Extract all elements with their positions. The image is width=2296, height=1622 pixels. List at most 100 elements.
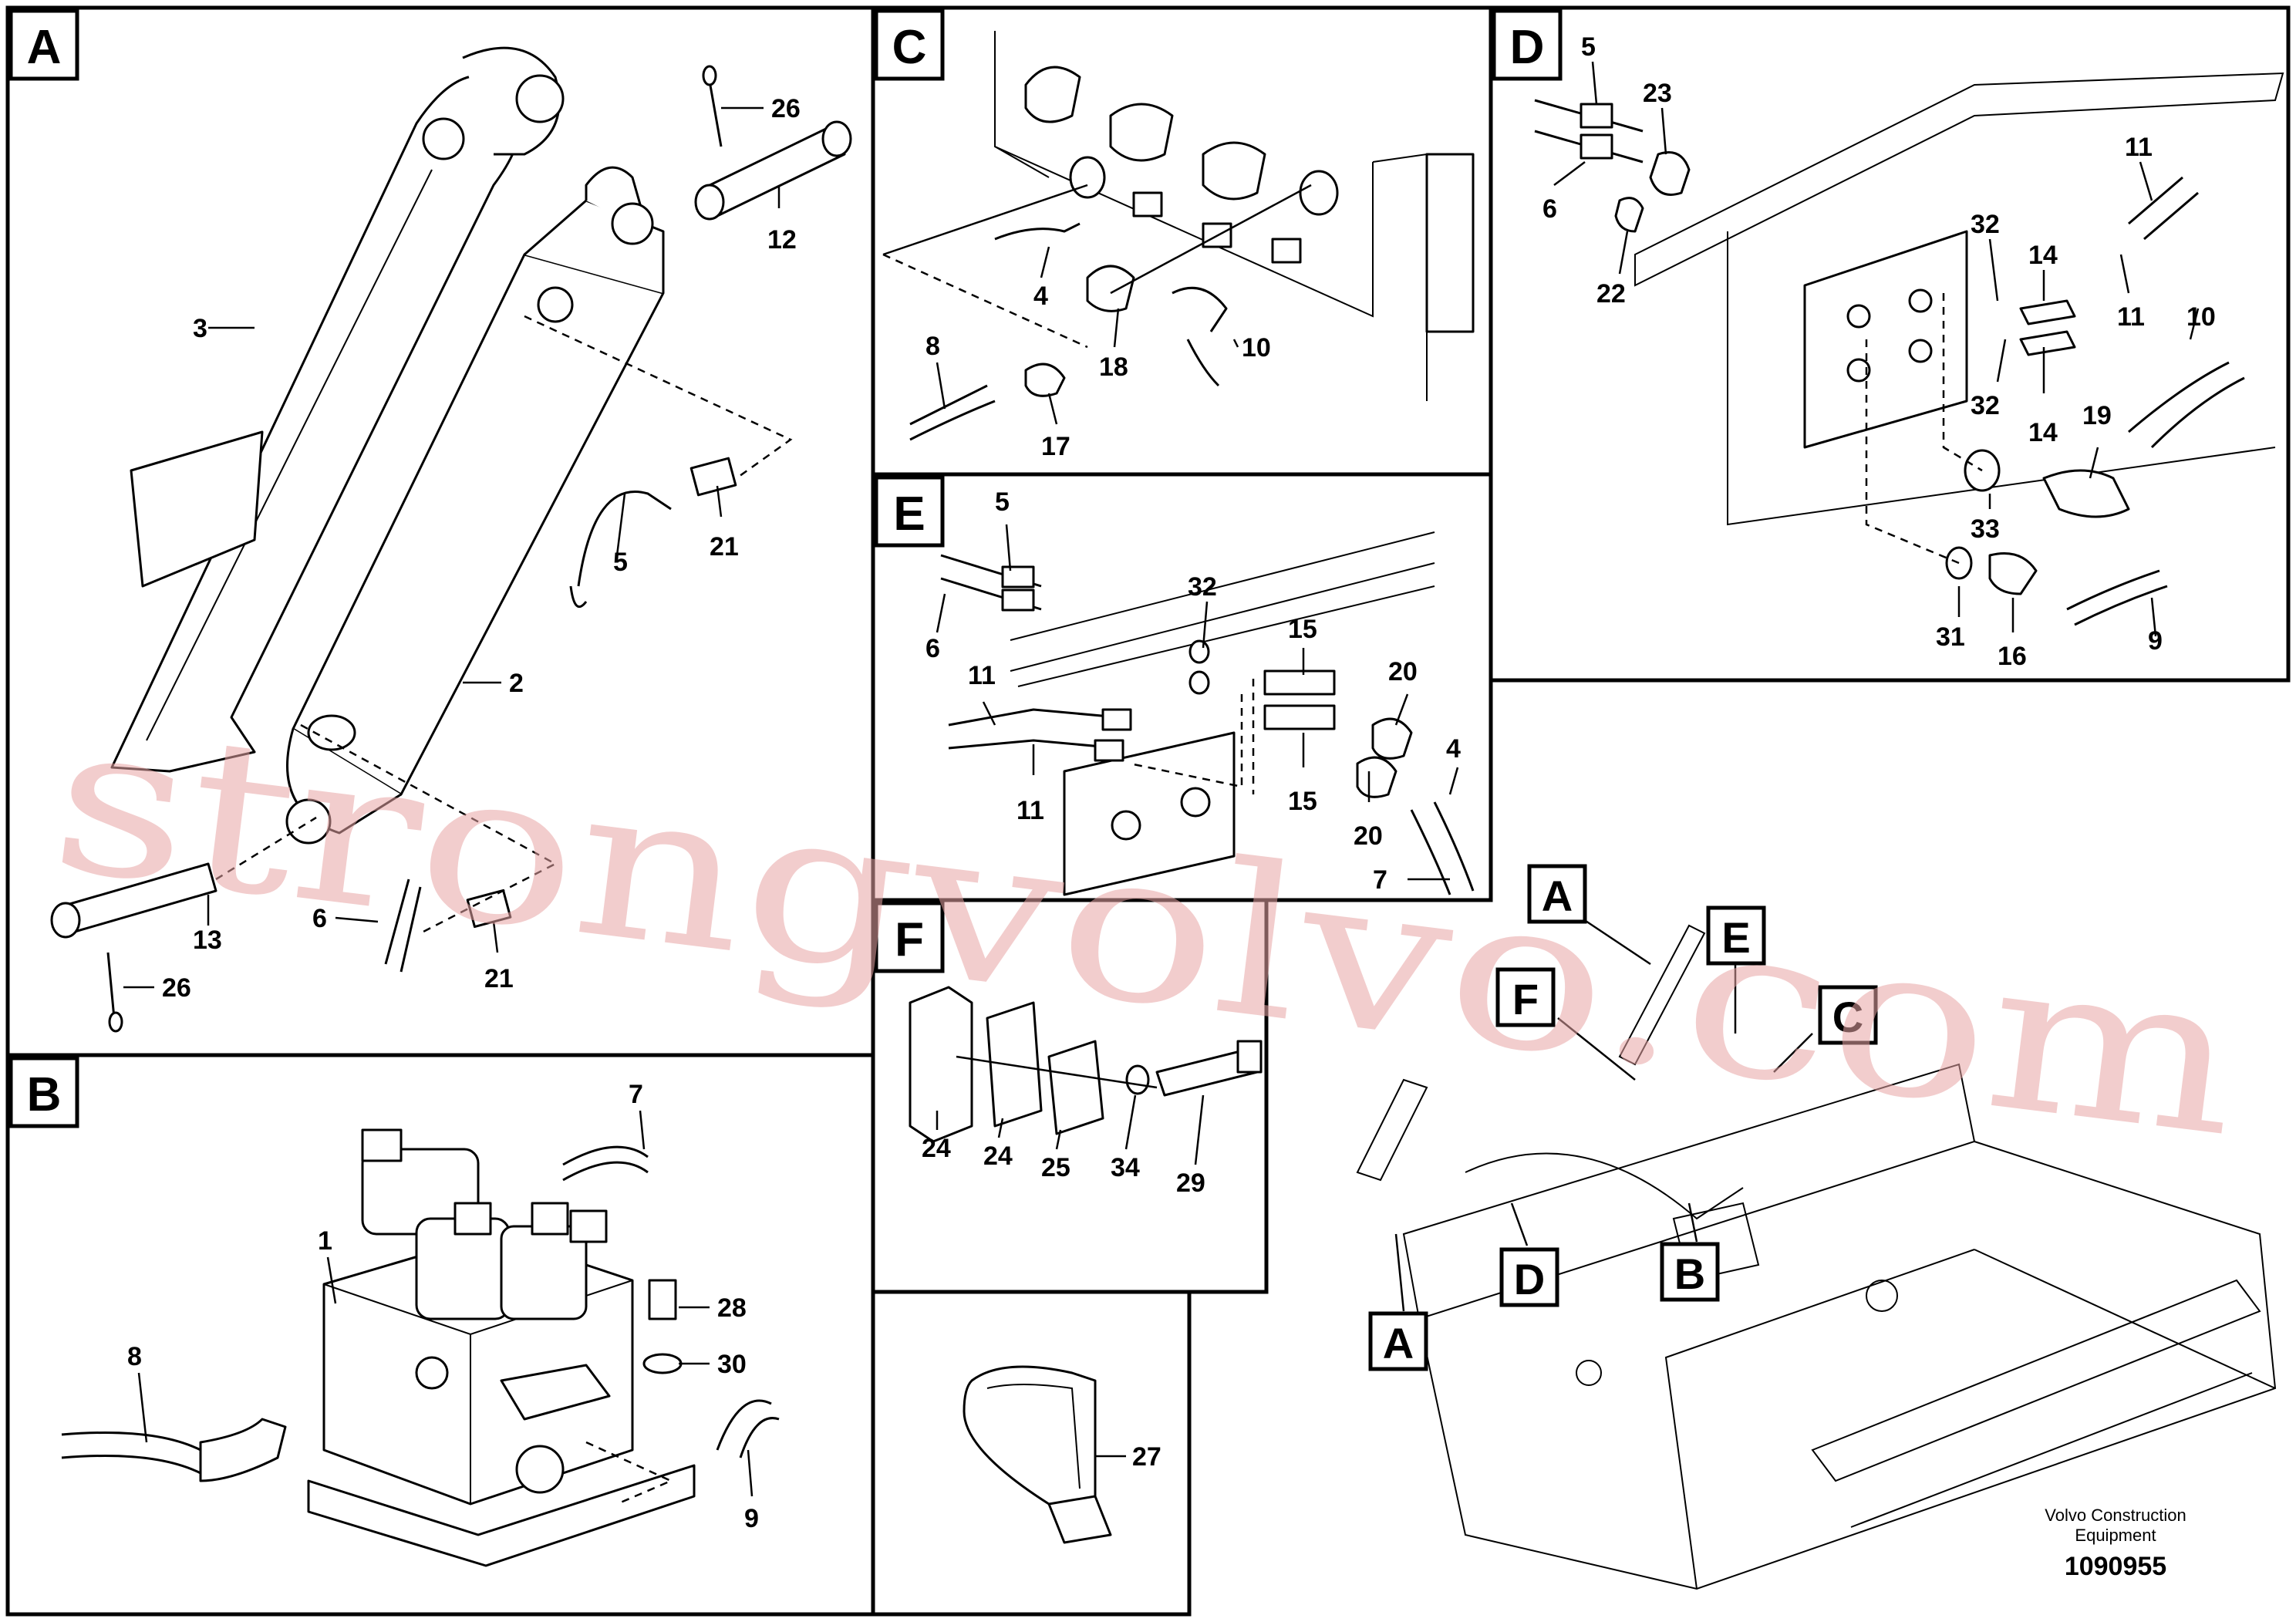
callout-d-0: 5 bbox=[1581, 32, 1596, 62]
callouts-panel-e: 5 6 32 15 20 11 4 11 15 20 7 bbox=[925, 487, 1461, 895]
callout-e-8: 15 bbox=[1288, 787, 1317, 816]
drawing-number: 1090955 bbox=[2065, 1552, 2166, 1581]
svg-text:D: D bbox=[1514, 1255, 1545, 1303]
callout-b-5: 9 bbox=[744, 1504, 759, 1533]
overview-marker-c: C bbox=[1818, 985, 1878, 1045]
svg-text:A: A bbox=[1383, 1319, 1414, 1367]
svg-text:D: D bbox=[1510, 21, 1545, 74]
svg-text:A: A bbox=[27, 21, 62, 74]
callout-d-4: 11 bbox=[2125, 133, 2153, 162]
svg-text:C: C bbox=[892, 21, 927, 74]
company-line2: Equipment bbox=[2075, 1526, 2156, 1545]
callout-d-9: 14 bbox=[2028, 418, 2058, 447]
callout-e-5: 11 bbox=[968, 661, 996, 690]
callout-d-15: 9 bbox=[2148, 626, 2163, 656]
panel-label-a: A bbox=[8, 8, 79, 81]
svg-text:F: F bbox=[895, 913, 924, 966]
overview-marker-d: D bbox=[1499, 1247, 1559, 1307]
callout-e-1: 6 bbox=[925, 634, 940, 663]
panel-g-drawing bbox=[963, 1365, 1112, 1544]
panel-label-b: B bbox=[8, 1056, 79, 1128]
callout-c-1: 8 bbox=[925, 332, 940, 361]
callout-c-2: 18 bbox=[1099, 352, 1128, 382]
callout-e-10: 7 bbox=[1373, 865, 1387, 895]
callouts-panel-f: 24 24 25 34 29 bbox=[922, 1134, 1205, 1198]
callouts-panel-b: 7 1 28 30 8 9 bbox=[127, 1080, 759, 1533]
overview-drawing bbox=[1356, 924, 2277, 1590]
callout-f-1: 24 bbox=[983, 1141, 1013, 1171]
svg-text:B: B bbox=[1674, 1249, 1705, 1298]
callout-b-1: 1 bbox=[318, 1226, 332, 1256]
panel-b-drawing bbox=[61, 1128, 780, 1567]
callout-d-3: 22 bbox=[1596, 279, 1626, 309]
svg-text:F: F bbox=[1512, 975, 1539, 1023]
panel-label-d: D bbox=[1492, 8, 1563, 81]
callout-e-3: 15 bbox=[1288, 615, 1317, 644]
panel-g-frame bbox=[871, 1290, 1192, 1617]
callout-a-8: 21 bbox=[484, 964, 514, 993]
watermark: strongvolvo.com bbox=[41, 674, 2252, 1183]
panel-label-e: E bbox=[874, 475, 945, 548]
callout-b-3: 30 bbox=[717, 1350, 747, 1379]
callouts-panel-c: 4 8 18 10 17 bbox=[925, 282, 1271, 461]
callout-d-11: 19 bbox=[2082, 401, 2112, 430]
panel-d-frame bbox=[1489, 5, 2291, 683]
callout-c-3: 10 bbox=[1242, 333, 1271, 363]
svg-text:C: C bbox=[1832, 993, 1863, 1041]
svg-text:A: A bbox=[1542, 872, 1573, 920]
callout-e-9: 20 bbox=[1354, 821, 1383, 851]
callout-a-1: 12 bbox=[767, 225, 797, 255]
callout-e-4: 20 bbox=[1388, 657, 1418, 686]
callout-f-2: 25 bbox=[1041, 1153, 1070, 1182]
callout-d-14: 16 bbox=[1998, 642, 2027, 671]
callout-a-2: 3 bbox=[193, 314, 207, 343]
callout-d-10: 32 bbox=[1971, 391, 2000, 420]
callout-f-4: 29 bbox=[1176, 1168, 1205, 1198]
panel-label-f: F bbox=[874, 901, 945, 973]
svg-text:E: E bbox=[1721, 913, 1750, 962]
callout-a-3: 5 bbox=[613, 548, 628, 577]
callout-b-4: 8 bbox=[127, 1342, 142, 1371]
callout-e-2: 32 bbox=[1188, 572, 1217, 602]
callout-d-13: 31 bbox=[1936, 622, 1965, 652]
callout-a-5: 2 bbox=[509, 669, 524, 698]
callout-g-0: 27 bbox=[1132, 1442, 1161, 1472]
panel-d-drawing bbox=[1534, 72, 2284, 626]
callout-c-0: 4 bbox=[1033, 282, 1048, 311]
overview-marker-b: B bbox=[1660, 1242, 1720, 1302]
callout-d-5: 32 bbox=[1971, 210, 2000, 239]
callout-a-0: 26 bbox=[771, 94, 801, 123]
callouts-panel-g: 27 bbox=[1132, 1442, 1161, 1472]
callout-a-6: 13 bbox=[193, 926, 222, 955]
overview-marker-f: F bbox=[1495, 967, 1556, 1027]
callout-e-0: 5 bbox=[995, 487, 1010, 517]
callout-a-9: 26 bbox=[162, 973, 191, 1003]
callout-f-3: 34 bbox=[1111, 1153, 1140, 1182]
panel-f-drawing bbox=[909, 986, 1263, 1143]
company-line1: Volvo Construction bbox=[2045, 1506, 2186, 1525]
callout-f-0: 24 bbox=[922, 1134, 951, 1163]
callout-d-12: 33 bbox=[1971, 514, 2000, 544]
callout-a-4: 21 bbox=[710, 532, 739, 561]
panel-a-drawing bbox=[50, 46, 852, 1033]
callout-d-2: 6 bbox=[1542, 194, 1557, 224]
mounting-plate bbox=[307, 1464, 696, 1567]
overview-marker-e: E bbox=[1706, 905, 1766, 966]
callout-d-6: 14 bbox=[2028, 241, 2058, 270]
callout-c-4: 17 bbox=[1041, 432, 1070, 461]
callout-e-7: 11 bbox=[1017, 796, 1044, 825]
callouts-panel-d: 5 23 6 22 11 32 14 11 10 14 32 19 33 31 … bbox=[1542, 32, 2216, 671]
overview-marker-a-top: A bbox=[1527, 864, 1587, 924]
callout-b-2: 28 bbox=[717, 1293, 747, 1323]
panel-c-drawing bbox=[882, 31, 1475, 441]
callout-d-1: 23 bbox=[1643, 79, 1672, 108]
callout-d-8: 10 bbox=[2186, 302, 2216, 332]
callout-a-7: 6 bbox=[312, 904, 327, 933]
panel-c-frame bbox=[871, 5, 1493, 477]
overview-marker-a-bottom: A bbox=[1368, 1311, 1428, 1371]
callout-leaders bbox=[123, 61, 2200, 1497]
callouts-panel-a: 26 12 3 5 21 2 13 6 21 26 bbox=[162, 94, 801, 1003]
footer-block: Volvo Construction Equipment 1090955 bbox=[2045, 1506, 2186, 1581]
callout-e-6: 4 bbox=[1446, 734, 1461, 764]
svg-text:B: B bbox=[27, 1068, 62, 1121]
